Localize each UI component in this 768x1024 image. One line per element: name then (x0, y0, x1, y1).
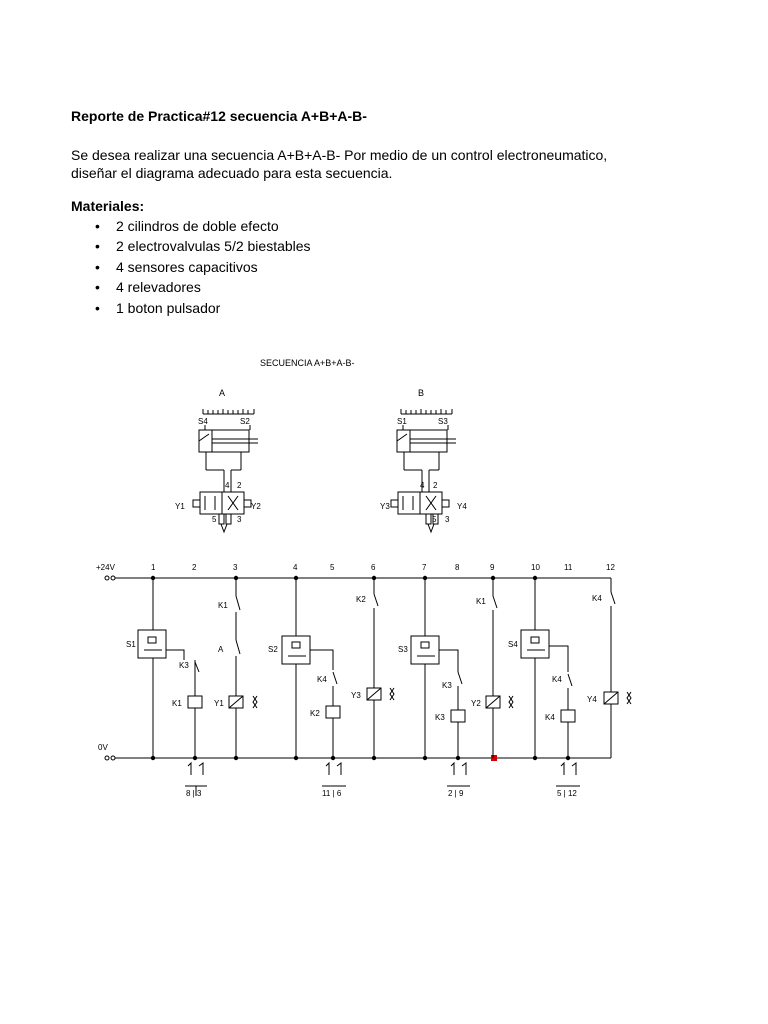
line-number: 6 (371, 563, 376, 572)
line-number: 8 (455, 563, 460, 572)
supply-negative-label: 0V (98, 743, 108, 752)
coil-label: K1 (172, 699, 182, 708)
electropneumatic-diagram: SECUENCIA A+B+A-B- A S4 S2 4 2 (96, 358, 632, 798)
line-number: 4 (293, 563, 298, 572)
sensor-s4 (520, 629, 550, 659)
sensor-label: S3 (398, 645, 408, 654)
coil-label: K3 (435, 713, 445, 722)
line-numbers: 1 2 3 4 5 6 7 8 9 10 11 12 (151, 563, 615, 572)
cylinder-b-sensor-left: S1 (397, 417, 407, 426)
contact-label: K2 (356, 595, 366, 604)
relay-coil-k3 (450, 709, 466, 723)
cylinder-b-port-left: 4 (420, 481, 425, 490)
relay-coil-k2 (325, 705, 341, 719)
coil-label: K2 (310, 709, 320, 718)
line-number: 3 (233, 563, 238, 572)
cylinder-a-port-left: 4 (225, 481, 230, 490)
cross-ref-label: 2 | 9 (448, 789, 464, 798)
list-item: 4 relevadores (95, 277, 311, 298)
relay-coil-k1 (187, 695, 203, 709)
scale-ticks (400, 409, 453, 414)
diagram-title: SECUENCIA A+B+A-B- (260, 358, 355, 368)
line-number: 9 (490, 563, 495, 572)
report-title: Reporte de Practica#12 secuencia A+B+A-B… (71, 108, 367, 124)
line-number: 2 (192, 563, 197, 572)
start-button-label: A (218, 645, 224, 654)
line-number: 7 (422, 563, 427, 572)
coil-label: Y2 (471, 699, 481, 708)
sensor-s1 (137, 629, 167, 659)
contact-label: K3 (179, 661, 189, 670)
cross-ref-label: 8 | 3 (186, 789, 202, 798)
sensor-label: S4 (508, 640, 518, 649)
cylinder-a-sensor-left: S4 (198, 417, 208, 426)
contact-label: K1 (218, 601, 228, 610)
cross-ref-label: 5 | 12 (557, 789, 577, 798)
cylinder-b-label: B (418, 388, 424, 398)
cylinder-a-exhaust-right: 3 (237, 515, 242, 524)
cylinder-b-solenoid-left: Y3 (380, 502, 390, 511)
list-item: 1 boton pulsador (95, 298, 311, 319)
contact-label: K4 (552, 675, 562, 684)
list-item: 2 electrovalvulas 5/2 biestables (95, 236, 311, 257)
contact-label: K3 (442, 681, 452, 690)
sensor-label: S2 (268, 645, 278, 654)
cylinder-b-exhaust-left: 5 (432, 515, 437, 524)
list-item: 2 cilindros de doble efecto (95, 216, 311, 237)
line-number: 11 (564, 563, 573, 572)
materials-list: 2 cilindros de doble efecto 2 electroval… (95, 216, 311, 318)
coil-label: K4 (545, 713, 555, 722)
coil-label: Y3 (351, 691, 361, 700)
coil-label: Y1 (214, 699, 224, 708)
sensor-label: S1 (126, 640, 136, 649)
intro-line-1: Se desea realizar una secuencia A+B+A-B-… (71, 147, 608, 163)
cylinder-a-solenoid-right: Y2 (251, 502, 261, 511)
cylinder-b-group: B S1 S3 4 2 Y3 Y4 5 3 (380, 388, 467, 534)
cross-ref-k2: 11 | 6 (322, 761, 346, 798)
contact-label: K4 (592, 594, 602, 603)
cylinder-a-port-right: 2 (237, 481, 242, 490)
contact-label: K4 (317, 675, 327, 684)
intro-paragraph: Se desea realizar una secuencia A+B+A-B-… (71, 146, 711, 182)
cross-ref-k1: 8 | 3 (185, 761, 207, 798)
contact-label: K1 (476, 597, 486, 606)
cross-ref-k3: 2 | 9 (447, 761, 470, 798)
cylinder-a-exhaust-left: 5 (212, 515, 217, 524)
cross-ref-label: 11 | 6 (322, 789, 342, 798)
cylinder-a-group: A S4 S2 4 2 Y1 Y2 5 3 (175, 388, 261, 534)
intro-line-2: diseñar el diagrama adecuado para esta s… (71, 165, 393, 181)
cylinder-b-port-right: 2 (433, 481, 438, 490)
sensor-s3 (410, 635, 440, 665)
cylinder-a-label: A (219, 388, 225, 398)
cylinder-a-sensor-right: S2 (240, 417, 250, 426)
coil-label: Y4 (587, 695, 597, 704)
cylinder-b-sensor-right: S3 (438, 417, 448, 426)
line-number: 5 (330, 563, 335, 572)
line-number: 12 (606, 563, 615, 572)
cylinder-b-exhaust-right: 3 (445, 515, 450, 524)
scale-ticks (202, 409, 255, 414)
supply-positive-label: +24V (96, 563, 116, 572)
highlight-node (491, 755, 497, 761)
line-number: 10 (531, 563, 540, 572)
ladder-diagram: +24V 0V 1 2 3 4 5 6 7 8 9 10 11 12 (96, 563, 632, 798)
sensor-s2 (281, 635, 311, 665)
list-item: 4 sensores capacitivos (95, 257, 311, 278)
relay-coil-k4 (560, 709, 576, 723)
materials-heading: Materiales: (71, 198, 145, 214)
cylinder-b-solenoid-right: Y4 (457, 502, 467, 511)
line-number: 1 (151, 563, 156, 572)
cross-ref-k4: 5 | 12 (556, 761, 580, 798)
cylinder-a-solenoid-left: Y1 (175, 502, 185, 511)
